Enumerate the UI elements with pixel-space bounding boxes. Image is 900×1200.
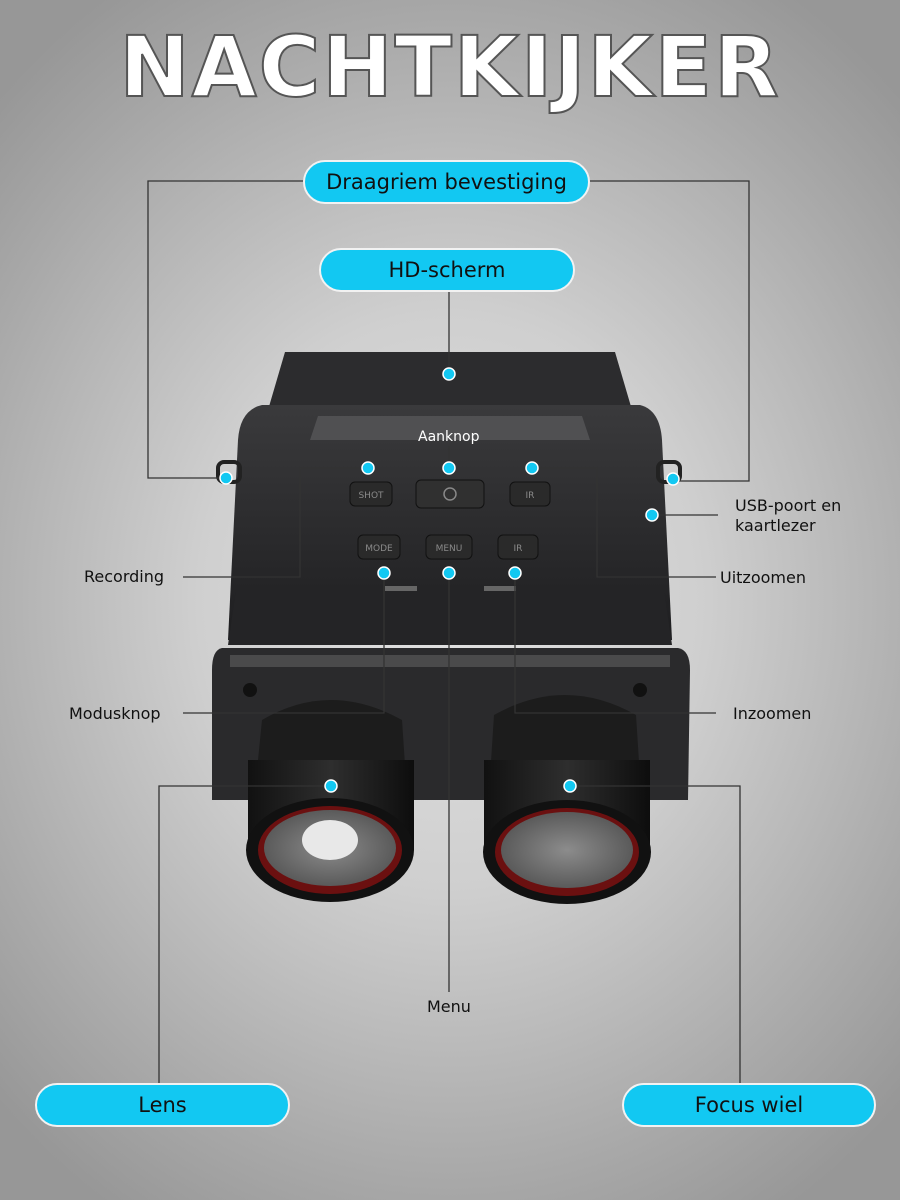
marker-dot <box>442 367 456 381</box>
device-buttons: SHOT IR MODE MENU IR <box>349 479 551 560</box>
right-eyepiece <box>483 695 651 904</box>
callout-mode: Modusknop <box>69 704 161 723</box>
callout-power: Aanknop <box>418 429 480 445</box>
svg-text:SHOT: SHOT <box>358 491 384 501</box>
marker-dot <box>324 779 338 793</box>
svg-text:MENU: MENU <box>436 544 463 554</box>
marker-dot <box>525 461 539 475</box>
marker-dot <box>361 461 375 475</box>
marker-dot <box>645 508 659 522</box>
device-body <box>228 405 672 640</box>
marker-dot <box>442 566 456 580</box>
marker-dot <box>563 779 577 793</box>
svg-text:MODE: MODE <box>365 544 393 554</box>
svg-text:IR: IR <box>514 544 523 554</box>
callout-markers <box>219 367 680 793</box>
callout-usb-line1: USB-poort en <box>735 496 842 515</box>
callout-zoom-in: Inzoomen <box>733 704 812 723</box>
screen-hood <box>268 352 632 410</box>
connector-lines <box>147 180 750 1083</box>
callout-focus-wheel: Focus wiel <box>622 1083 876 1127</box>
callout-recording: Recording <box>84 567 165 586</box>
callout-zoom-out: Uitzoomen <box>720 568 806 587</box>
marker-dot <box>442 461 456 475</box>
callout-menu: Menu <box>427 997 471 1016</box>
callout-lens: Lens <box>35 1083 290 1127</box>
callout-usb-line2: kaartlezer <box>735 516 816 535</box>
page-title: NACHTKIJKER <box>118 17 781 117</box>
left-eyepiece <box>246 700 414 902</box>
marker-dot <box>508 566 522 580</box>
marker-dot <box>666 472 680 486</box>
callout-hd-screen: HD-scherm <box>319 248 575 292</box>
callout-strap-mount: Draagriem bevestiging <box>303 160 590 204</box>
marker-dot <box>219 471 233 485</box>
svg-text:IR: IR <box>526 491 535 501</box>
marker-dot <box>377 566 391 580</box>
